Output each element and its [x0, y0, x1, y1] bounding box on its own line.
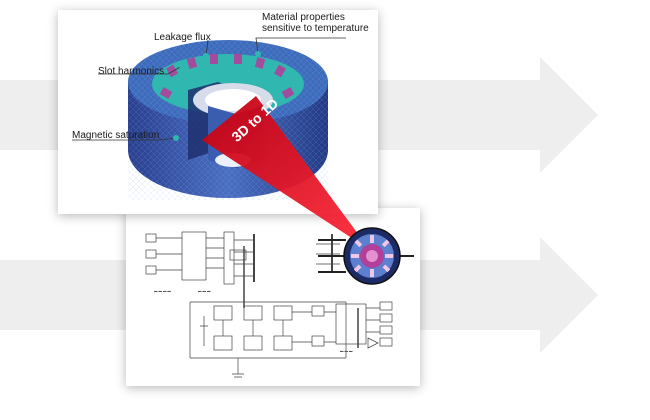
callout-slot-harmonics: Slot harmonics [98, 66, 165, 77]
svg-text:▬ ▬ ▬: ▬ ▬ ▬ [340, 349, 353, 353]
callout-leakage-flux: Leakage flux [154, 32, 211, 43]
callout-magnetic-saturation: Magnetic saturation [72, 130, 160, 141]
callout-material-line1: Material properties [262, 12, 345, 23]
svg-text:▬ ▬ ▬: ▬ ▬ ▬ [198, 289, 211, 293]
callout-material-line2: sensitive to temperature [262, 23, 369, 34]
svg-text:▬ ▬ ▬ ▬: ▬ ▬ ▬ ▬ [154, 289, 171, 293]
callout-material-properties: Material properties sensitive to tempera… [262, 12, 369, 34]
simulink-schematic: ▬ ▬ ▬ ▬ ▬ ▬ ▬ ▬ ▬ ▬ [145, 231, 393, 378]
fem-model-card: Material properties sensitive to tempera… [58, 10, 378, 214]
motor-cross-section-icon [318, 227, 414, 285]
